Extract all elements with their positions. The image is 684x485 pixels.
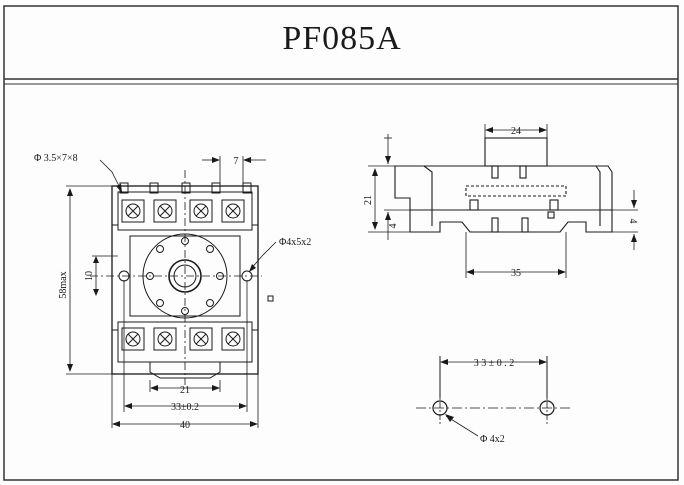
front-mount-spec: Φ4x5x2 [279, 237, 311, 248]
side-rail-height: 4 [627, 219, 638, 224]
front-width: 40 [180, 420, 190, 431]
mount-arrowheads [440, 359, 547, 422]
front-height: 58max [58, 271, 69, 298]
front-inner-width: 21 [180, 385, 190, 396]
bottom-terminals [121, 327, 245, 351]
front-hole-pitch: 33±0.2 [171, 402, 199, 413]
side-foot: 4 [388, 224, 399, 229]
front-center-gap: 10 [84, 271, 95, 281]
front-hole-spec: Φ 3.5×7×8 [34, 153, 78, 164]
mount-hole-spec: Φ 4x2 [480, 434, 505, 445]
side-top-width: 24 [511, 126, 521, 137]
front-dimensions [66, 156, 277, 428]
side-base-width: 35 [511, 268, 521, 279]
side-height: 21 [363, 195, 374, 205]
front-pitch: 7 [234, 156, 239, 167]
side-arrowheads [372, 127, 637, 275]
mount-view [416, 356, 572, 437]
page-title: PF085A [282, 20, 402, 57]
mount-hole-pitch: 3 3 ± 0 . 2 [474, 358, 515, 369]
side-view [394, 137, 613, 233]
front-arrowheads [67, 157, 258, 427]
side-dimensions [368, 124, 638, 278]
top-terminals [121, 199, 245, 223]
center-lines [90, 170, 262, 385]
